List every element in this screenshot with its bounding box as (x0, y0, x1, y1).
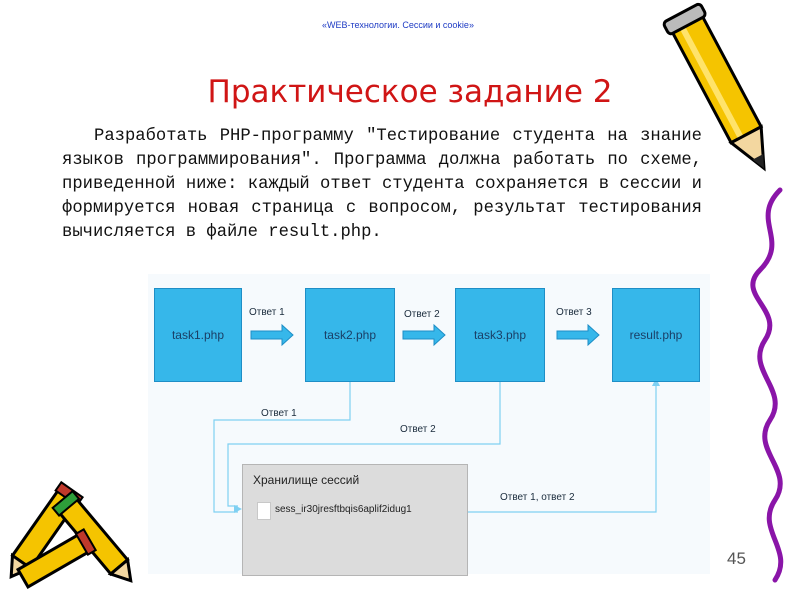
session-diagram: task1.php task2.php task3.php result.php… (148, 274, 710, 576)
flow-arrow-3 (556, 323, 600, 347)
storage-output-arrowhead (652, 378, 660, 386)
session-file-name: sess_ir30jresftbqis6aplif2idug1 (275, 504, 412, 515)
task3-box: task3.php (455, 288, 545, 382)
diagram-connectors (213, 323, 660, 513)
arrow-label-1: Ответ 1 (249, 307, 285, 318)
session-storage-title: Хранилище сессий (253, 473, 360, 487)
storage-output-line (466, 384, 657, 513)
task-description: Разработать PHP-программу "Тестирование … (62, 125, 702, 245)
return-line-1 (213, 380, 351, 513)
session-storage: Хранилище сессий sess_ir30jresftbqis6apl… (242, 464, 468, 576)
result-box: result.php (612, 288, 700, 382)
file-icon (257, 502, 271, 520)
flow-arrow-2 (402, 323, 446, 347)
task2-box: task2.php (305, 288, 395, 382)
return-arrowhead (234, 505, 242, 513)
return-label-1: Ответ 1 (261, 408, 297, 419)
task-description-text: Разработать PHP-программу "Тестирование … (62, 127, 702, 242)
squiggle-decoration-icon (750, 187, 784, 583)
return-label-2: Ответ 2 (400, 424, 436, 435)
slide-title: Практическое задание 2 (207, 74, 613, 110)
slide-header: «WEB-технологии. Сессии и cookie» (322, 20, 474, 30)
pencil-top-right-icon (662, 2, 766, 172)
arrow-label-2: Ответ 2 (404, 309, 440, 320)
arrow-label-3: Ответ 3 (556, 307, 592, 318)
page-number: 45 (727, 549, 746, 568)
pencils-bottom-left-icon (9, 480, 133, 589)
storage-output-label: Ответ 1, ответ 2 (500, 492, 575, 503)
task1-box: task1.php (154, 288, 242, 382)
flow-arrow-1 (250, 323, 294, 347)
return-line-2 (227, 380, 501, 507)
